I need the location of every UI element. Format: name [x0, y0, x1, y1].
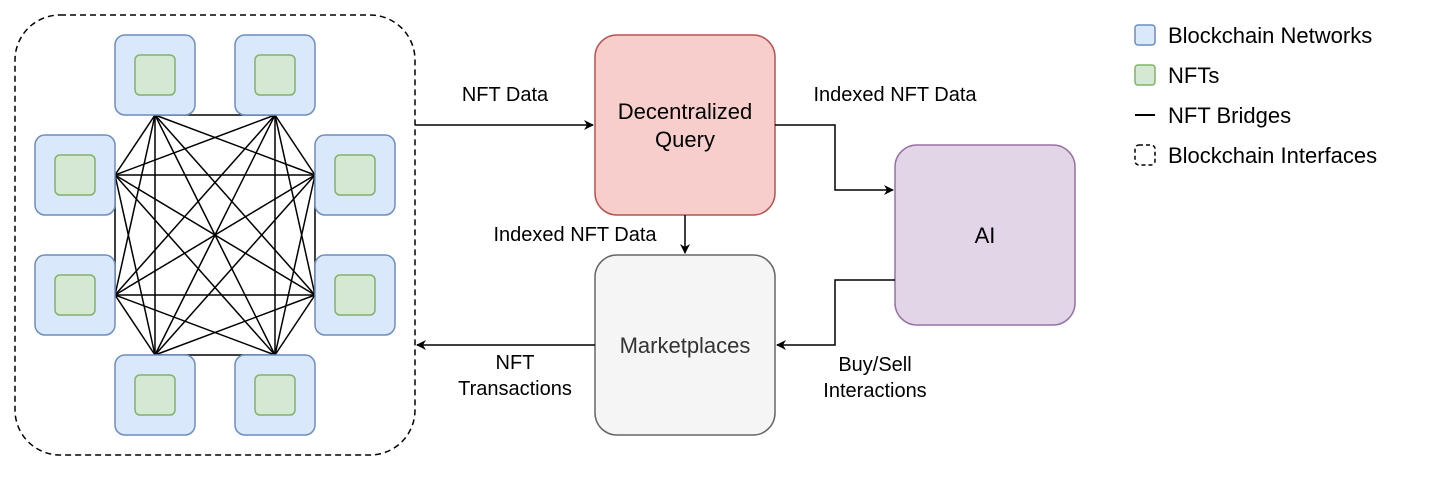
decentralized-query-node[interactable]: Decentralized Query: [594, 34, 776, 216]
legend-nfts-label: NFTs: [1168, 63, 1219, 88]
legend-interfaces-label: Blockchain Interfaces: [1168, 143, 1377, 168]
legend: Blockchain Networks NFTs NFT Bridges Blo…: [1134, 23, 1377, 168]
nft-bridge-line: [114, 114, 156, 176]
nft-bridge-line: [274, 114, 316, 176]
decentralized-query-label-line1: Decentralized: [618, 99, 753, 124]
edge-indexed-to-ai: [775, 124, 894, 195]
nft-bridge-line: [274, 174, 316, 356]
decentralized-query-box: [594, 34, 776, 216]
edge-nft-transactions-label-line1: NFT: [496, 352, 535, 374]
nft-bridge-line: [114, 294, 156, 356]
blockchain-network-node[interactable]: [114, 354, 196, 436]
blockchain-network-node[interactable]: [234, 34, 316, 116]
blockchain-network-node[interactable]: [314, 254, 396, 336]
nft-box: [254, 374, 296, 416]
edge-indexed-to-ai-label: Indexed NFT Data: [813, 84, 977, 106]
nft-box: [54, 274, 96, 316]
nft-bridge-line: [274, 114, 316, 296]
blockchain-network-node[interactable]: [234, 354, 316, 436]
blockchain-network-node[interactable]: [34, 134, 116, 216]
nft-bridge-line: [154, 174, 316, 356]
nft-box: [54, 154, 96, 196]
blockchain-network-node[interactable]: [314, 134, 396, 216]
marketplaces-node[interactable]: Marketplaces: [594, 254, 776, 436]
decentralized-query-label-line2: Query: [655, 127, 715, 152]
edge-buy-sell: [776, 279, 895, 350]
blockchain-network-group: [34, 34, 396, 436]
nft-bridge-line: [114, 294, 276, 356]
edge-buy-sell-label-line1: Buy/Sell: [838, 354, 911, 376]
legend-bridges-label: NFT Bridges: [1168, 103, 1291, 128]
nft-bridge-line: [114, 114, 156, 296]
edge-buy-sell-label-line2: Interactions: [823, 380, 926, 402]
nft-bridge-mesh: [114, 114, 316, 356]
nft-bridge-line: [154, 114, 316, 296]
nft-bridge-line: [114, 114, 276, 296]
legend-interfaces-swatch: [1134, 144, 1156, 166]
nft-bridge-line: [154, 114, 316, 176]
nft-bridge-line: [274, 294, 316, 356]
edge-nft-transactions-label-line2: Transactions: [458, 378, 572, 400]
blockchain-network-node[interactable]: [114, 34, 196, 116]
legend-networks-label: Blockchain Networks: [1168, 23, 1372, 48]
edge-indexed-to-market-label: Indexed NFT Data: [493, 224, 657, 246]
legend-nfts-swatch: [1134, 64, 1156, 86]
nft-box: [134, 374, 176, 416]
nft-box: [134, 54, 176, 96]
nft-bridge-line: [114, 114, 276, 176]
blockchain-interfaces-container: [14, 14, 416, 456]
nft-box: [334, 154, 376, 196]
ai-label: AI: [975, 223, 996, 248]
nft-box: [334, 274, 376, 316]
edge-nft-data-label: NFT Data: [462, 84, 549, 106]
nft-bridge-line: [154, 294, 316, 356]
blockchain-network-node[interactable]: [34, 254, 116, 336]
ai-box: [894, 144, 1076, 326]
nft-bridge-line: [114, 174, 156, 356]
ai-node[interactable]: AI: [894, 144, 1076, 326]
legend-networks-swatch: [1134, 24, 1156, 46]
nft-bridge-line: [114, 174, 316, 296]
nft-bridge-line: [114, 174, 276, 356]
marketplaces-label: Marketplaces: [620, 333, 751, 358]
nft-box: [254, 54, 296, 96]
